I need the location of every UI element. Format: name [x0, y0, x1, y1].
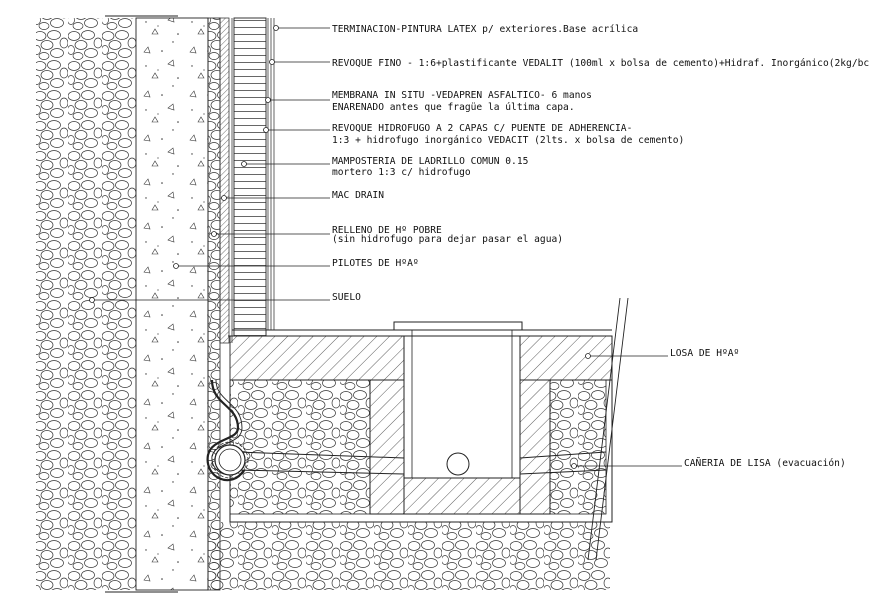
gravel-strip [207, 17, 221, 591]
label-line: MEMBRANA IN SITU -VEDAPREN ASFALTICO- 6 … [332, 90, 592, 101]
label-terminacion: TERMINACION-PINTURA LATEX p/ exteriores.… [332, 23, 638, 35]
label-line: RELLENO DE Hº POBRE [332, 225, 442, 236]
label-mamposteria: MAMPOSTERIA DE LADRILLO COMUN 0.15 morte… [332, 156, 528, 178]
label-line: PILOTES DE HºAº [332, 258, 419, 269]
geotextile-wrap [206, 379, 245, 482]
inspection-lid [393, 321, 523, 331]
brick-wall [233, 17, 267, 337]
outlet-pipe-section [446, 452, 470, 476]
label-line: LOSA DE HºAº [670, 348, 739, 359]
drain-pipe-section [214, 444, 246, 476]
label-line: SUELO [332, 292, 361, 303]
label-line: ENARENADO antes que fragüe la última cap… [332, 101, 575, 113]
label-line: TERMINACION-PINTURA LATEX p/ exteriores.… [332, 23, 638, 35]
gravel-under-slab [229, 379, 371, 515]
leader-lines [89, 25, 682, 469]
pile-concrete [135, 17, 209, 591]
label-line: CAÑERIA DE LISA (evacuación) [684, 456, 846, 469]
label-line: mortero 1:3 c/ hidrofugo [332, 167, 471, 178]
soil-left [36, 18, 136, 590]
label-revoque-fino: REVOQUE FINO - 1:6+plastificante VEDALIT… [332, 57, 870, 69]
mac-drain-layer [219, 17, 230, 344]
label-pilotes: PILOTES DE HºAº [332, 258, 419, 269]
drain-pipe [235, 451, 607, 475]
label-line: MAMPOSTERIA DE LADRILLO COMUN 0.15 [332, 156, 528, 167]
break-line-right [587, 297, 629, 561]
label-line: MAC DRAIN [332, 190, 384, 201]
label-line: REVOQUE HIDROFUGO A 2 CAPAS C/ PUENTE DE… [332, 123, 632, 134]
label-membrana: MEMBRANA IN SITU -VEDAPREN ASFALTICO- 6 … [332, 90, 592, 113]
label-mac-drain: MAC DRAIN [332, 190, 384, 201]
label-line: 1:3 + hidrofugo inorgánico VEDACIT (2lts… [332, 134, 684, 146]
label-line: (sin hidrofugo para dejar pasar el agua) [332, 234, 563, 245]
label-line: REVOQUE FINO - 1:6+plastificante VEDALIT… [332, 57, 870, 69]
label-losa: LOSA DE HºAº [670, 348, 739, 359]
label-relleno: RELLENO DE Hº POBRE (sin hidrofugo para … [332, 225, 563, 245]
label-revoque-hidrofugo: REVOQUE HIDROFUGO A 2 CAPAS C/ PUENTE DE… [332, 123, 684, 146]
label-suelo: SUELO [332, 292, 361, 303]
label-caneria: CAÑERIA DE LISA (evacuación) [684, 456, 846, 469]
